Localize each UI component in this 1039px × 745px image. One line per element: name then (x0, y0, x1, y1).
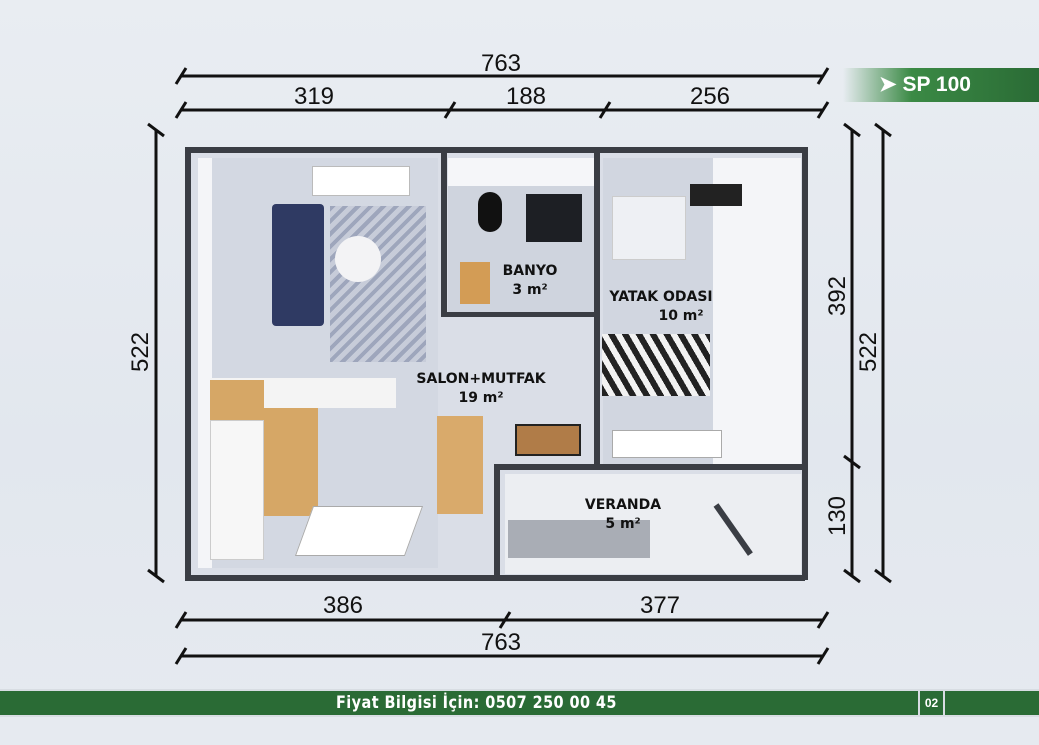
wall-art (690, 184, 742, 206)
shower (526, 194, 582, 242)
bed (612, 196, 686, 260)
page-number: 02 (918, 691, 945, 715)
dining-table (437, 416, 483, 514)
dim-top-a: 319 (293, 83, 335, 110)
window (294, 506, 424, 556)
dim-right-lower: 130 (824, 495, 851, 537)
dim-top-b: 188 (505, 83, 547, 110)
model-badge: ➤ SP 100 (843, 68, 1039, 102)
window (612, 430, 722, 458)
toilet (478, 192, 502, 232)
bedroom-rug (602, 334, 710, 396)
footer-bar: Fiyat Bilgisi İçin: 0507 250 00 45 02 (0, 689, 1039, 717)
dim-right-upper: 392 (824, 275, 851, 317)
rug (330, 206, 426, 362)
fridge (210, 420, 264, 560)
model-name: SP 100 (902, 73, 971, 96)
dim-bottom-b: 377 (639, 592, 681, 619)
dim-top-total: 763 (480, 50, 522, 77)
veranda-deck (508, 520, 650, 558)
dim-right-total: 522 (855, 331, 882, 373)
dim-bottom-total: 763 (480, 629, 522, 656)
round-table (335, 236, 381, 282)
cabinet (264, 408, 318, 516)
dim-left-total: 522 (127, 331, 154, 373)
arrow-icon: ➤ (879, 73, 897, 96)
shelf (210, 380, 264, 420)
sofa (272, 204, 324, 326)
vanity (460, 262, 490, 304)
contact-text: Fiyat Bilgisi İçin: 0507 250 00 45 (336, 693, 617, 713)
dim-top-c: 256 (689, 83, 731, 110)
window (312, 166, 410, 196)
doormat (515, 424, 581, 456)
dim-bottom-a: 386 (322, 592, 364, 619)
